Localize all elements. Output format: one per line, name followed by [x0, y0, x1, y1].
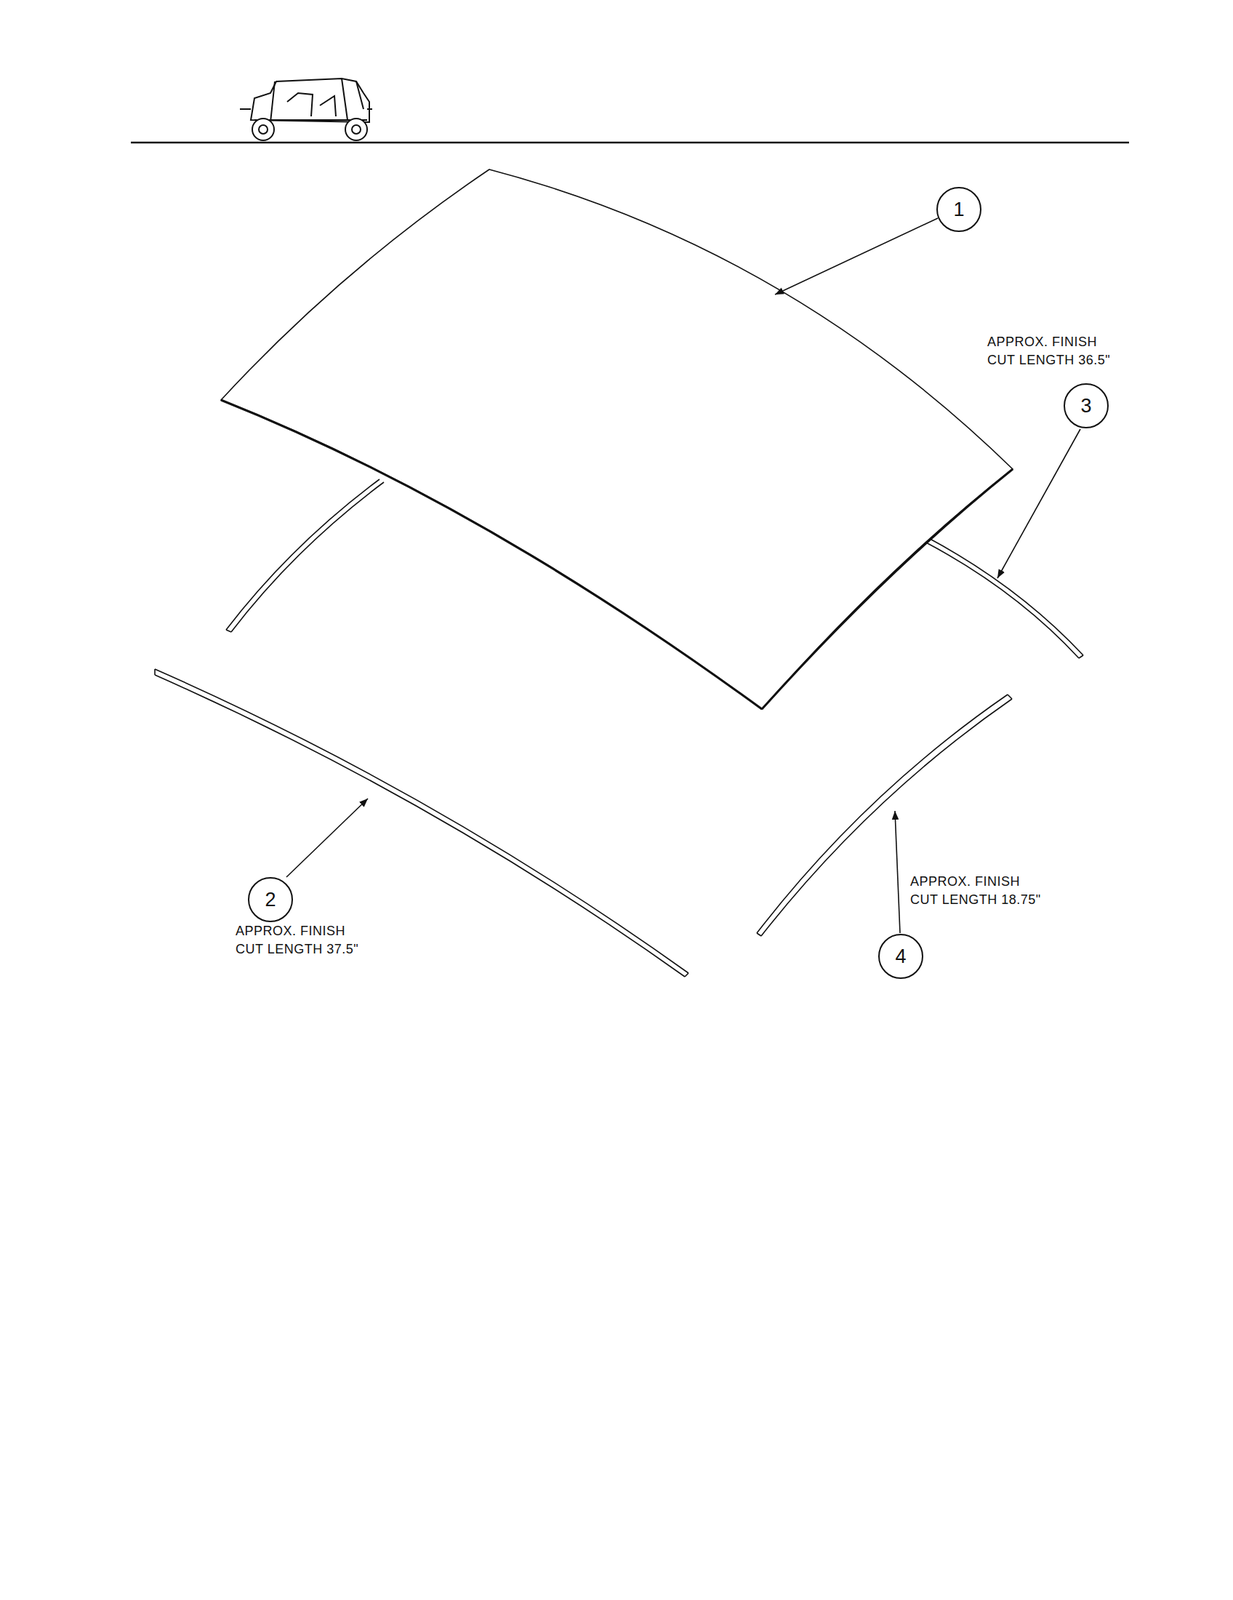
roof-panel: [221, 169, 1013, 709]
callout-number: 3: [1080, 396, 1092, 416]
callout-number: 4: [894, 946, 906, 967]
length-note: APPROX. FINISH CUT LENGTH 36.5": [985, 332, 1124, 370]
callout-number: 1: [953, 199, 965, 220]
leader-lines: [286, 218, 1081, 933]
callout-number: 2: [264, 889, 276, 910]
callout-circle: 3: [1063, 383, 1109, 429]
callout-circle: 2: [247, 876, 293, 922]
length-note: APPROX. FINISH CUT LENGTH 37.5": [234, 921, 372, 959]
callout-circle: 4: [878, 933, 924, 979]
side-strip: [154, 668, 689, 977]
vehicle-icon: [239, 78, 373, 141]
header-rule: [130, 141, 1130, 144]
callout-circle: 1: [936, 186, 982, 232]
length-note: APPROX. FINISH CUT LENGTH 18.75": [908, 872, 1047, 909]
